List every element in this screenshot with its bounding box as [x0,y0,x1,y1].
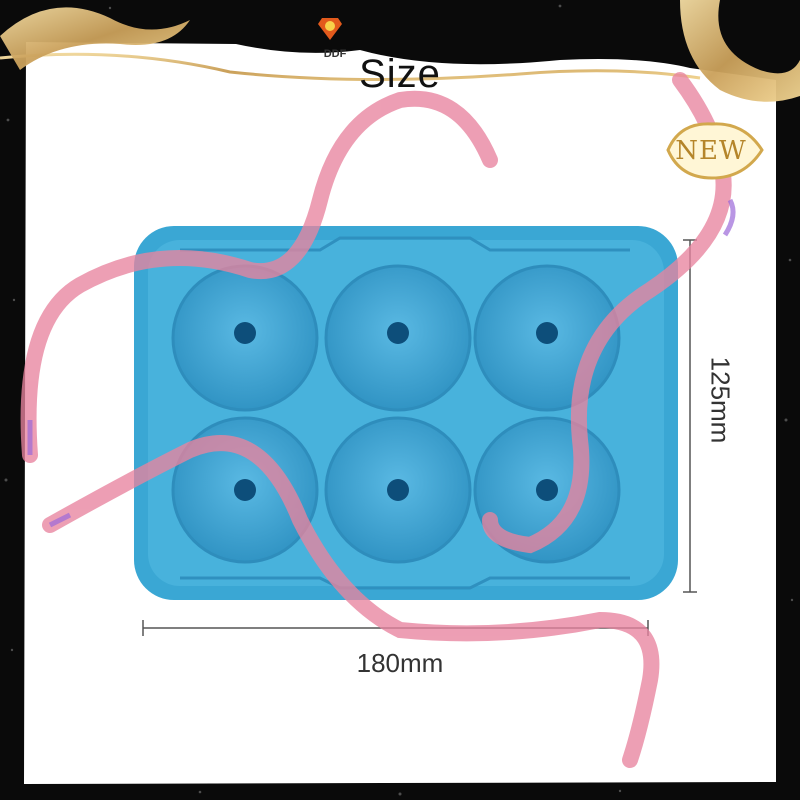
ice-mold [134,226,678,600]
pink-ribbon-2 [42,435,660,768]
glitter-specks [4,4,794,796]
mold-cavities [171,264,621,564]
height-dimension: 125mm [690,340,750,460]
new-badge-label: NEW [675,136,747,166]
gold-ribbon-left [0,7,190,70]
brand-logo-text: DDF [323,48,347,60]
gold-top-line [0,52,701,82]
ribbon-purple-edges [27,198,736,528]
brand-crest-icon [318,18,342,40]
height-dimension-label: 125mm [705,356,736,444]
gold-ribbon-right [680,0,800,102]
new-badge: NEW [656,122,766,180]
width-dimension-label: 180mm [356,648,444,678]
page-title: Size [359,52,441,96]
new-badge-shape [666,122,764,180]
pink-ribbon-1 [20,90,498,463]
